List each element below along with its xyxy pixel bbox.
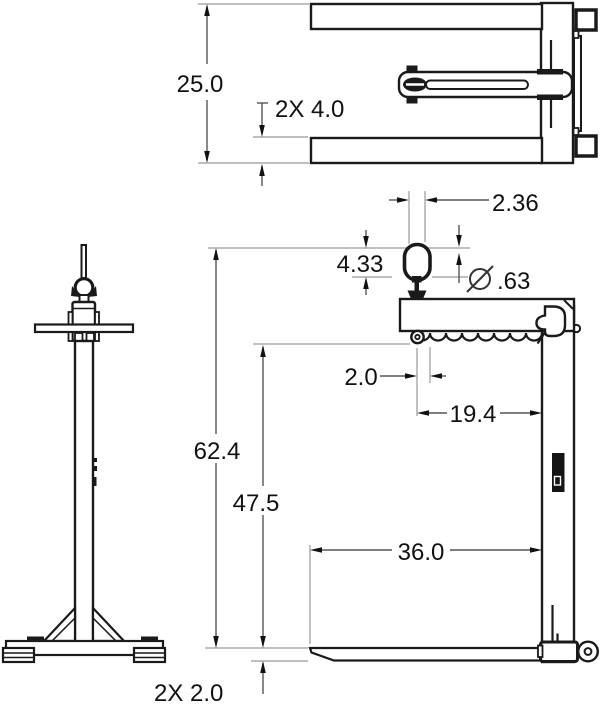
dim-clearance-height: 47.5 — [233, 490, 280, 517]
mount-bolt-bottom-tab — [572, 127, 580, 136]
dim-roller-offset: 2.0 — [344, 364, 377, 391]
trolley-foot-right — [85, 332, 95, 342]
crossbar — [33, 323, 135, 334]
heel-block-tab — [537, 644, 544, 658]
base-foot-right — [132, 646, 167, 664]
hook-clamp-left — [71, 286, 80, 297]
post-label-tick-1 — [92, 458, 97, 462]
side-view — [1, 244, 167, 664]
dim-frame-depth: 19.4 — [450, 401, 497, 428]
caster-wheel-hub — [583, 647, 593, 656]
eye-connector-pin — [414, 281, 419, 291]
base-clip-right — [141, 636, 158, 642]
mount-bolt-top-tab — [572, 30, 580, 39]
dim-fork-thickness: 2X 2.0 — [154, 680, 223, 707]
warning-label — [552, 453, 565, 492]
post-label-tick-2 — [92, 466, 97, 471]
mast-post — [73, 339, 95, 644]
dimension-arrows — [204, 4, 542, 673]
dim-rod-diameter: .63 — [497, 268, 530, 295]
rack-end-cut — [536, 330, 547, 345]
dim-eye-width: 2.36 — [492, 190, 539, 217]
mount-bolt-bottom — [574, 134, 598, 158]
diameter-symbol — [466, 265, 494, 293]
front-view — [308, 242, 600, 664]
serrated-rack — [412, 332, 544, 342]
dim-fork-bar-width: 2X 4.0 — [275, 96, 344, 123]
top-view — [309, 1, 598, 165]
arm-slot — [425, 79, 529, 90]
arm-clamp-tab-bottom — [406, 96, 418, 104]
eye-connector-base — [407, 290, 427, 300]
hook-clamp-right — [88, 286, 97, 297]
hoist-ring — [73, 277, 95, 298]
lifting-eye — [402, 242, 432, 282]
dim-top-height: 25.0 — [177, 71, 224, 98]
roller-pulley-hub — [414, 333, 421, 341]
dim-eye-height: 4.33 — [337, 251, 384, 278]
arm-clamp-tab-top — [406, 65, 418, 73]
hoist-rod — [80, 244, 87, 279]
gusset-right-edge — [92, 617, 117, 642]
beam-corner-chamfer — [563, 299, 574, 310]
base-foot-left — [1, 646, 36, 664]
top-fork-lower — [309, 136, 544, 165]
warning-label-mark — [553, 475, 562, 486]
dimension-lines — [198, 3, 530, 694]
side-plate — [573, 35, 582, 132]
post-label-tick-3 — [92, 477, 97, 486]
hook-detail — [535, 305, 567, 338]
fork-blade — [308, 646, 544, 662]
dim-overall-height: 62.4 — [194, 438, 241, 465]
dimension-labels: 25.0 2X 4.0 2.36 4.33 .63 2.0 19.4 62.4 … — [154, 71, 539, 707]
gusset-right — [91, 605, 127, 643]
arm-tab-bottom — [537, 94, 563, 100]
heel-block — [539, 640, 579, 663]
gusset-left — [41, 605, 77, 643]
arm-tab-top — [537, 69, 563, 75]
top-fork-upper — [309, 2, 544, 31]
gusset-left-edge — [51, 617, 76, 642]
trolley-foot-left — [74, 332, 84, 342]
dim-fork-length: 36.0 — [398, 539, 445, 566]
base-clip-left — [27, 636, 44, 642]
eye-connector-top — [412, 276, 422, 283]
mount-bolt-top — [574, 8, 598, 32]
